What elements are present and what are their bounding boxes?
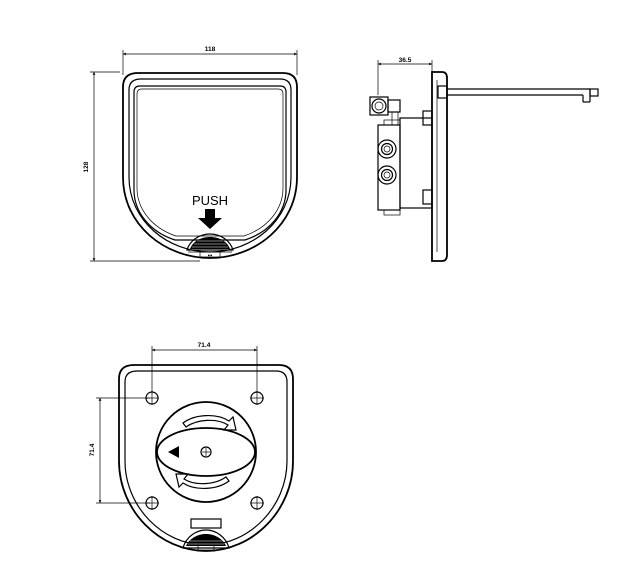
front-door-panel-inner [136,88,284,237]
front-width-dimension: 118 [122,46,298,75]
side-top-connector [369,96,401,125]
rear-latch [182,518,230,551]
side-front-plate [431,71,448,262]
front-height-label: 128 [83,161,90,172]
front-outer-shell [122,72,298,259]
front-door-panel [133,85,287,241]
rotate-arrow-top-icon [182,415,237,431]
direction-arrow-left-icon [168,446,179,458]
mounting-hole-bottom-right [250,496,264,510]
mounting-hole-top-left [145,391,159,405]
rear-horizontal-dimension: 71.4 [151,342,258,392]
rear-outer-shell [118,364,294,552]
rear-horizontal-label: 71.4 [198,342,211,349]
rotate-arrow-bottom-icon [175,473,230,489]
front-latch: ●● [186,233,234,258]
mounting-hole-top-right [250,391,264,405]
rear-vertical-dimension: 71.4 [89,397,150,504]
side-body [369,96,433,216]
rear-rotary-knob [155,401,257,503]
front-width-label: 118 [205,46,216,53]
side-depth-dimension: 36.5 [377,57,433,95]
side-fitting-top [377,139,397,159]
push-arrow-icon [198,209,222,229]
front-view: 118 128 PUSH ●● [83,46,298,262]
rear-vertical-label: 71.4 [89,443,96,456]
side-fitting-bottom [377,165,397,185]
mounting-hole-bottom-left [145,496,159,510]
side-view: 36.5 [369,57,599,262]
svg-text:●●: ●● [208,253,213,258]
side-rod [437,85,599,103]
rear-view: 71.4 71.4 [89,342,294,552]
side-depth-label: 36.5 [399,57,412,64]
push-label: PUSH [192,193,228,208]
front-height-dimension: 128 [83,71,200,262]
